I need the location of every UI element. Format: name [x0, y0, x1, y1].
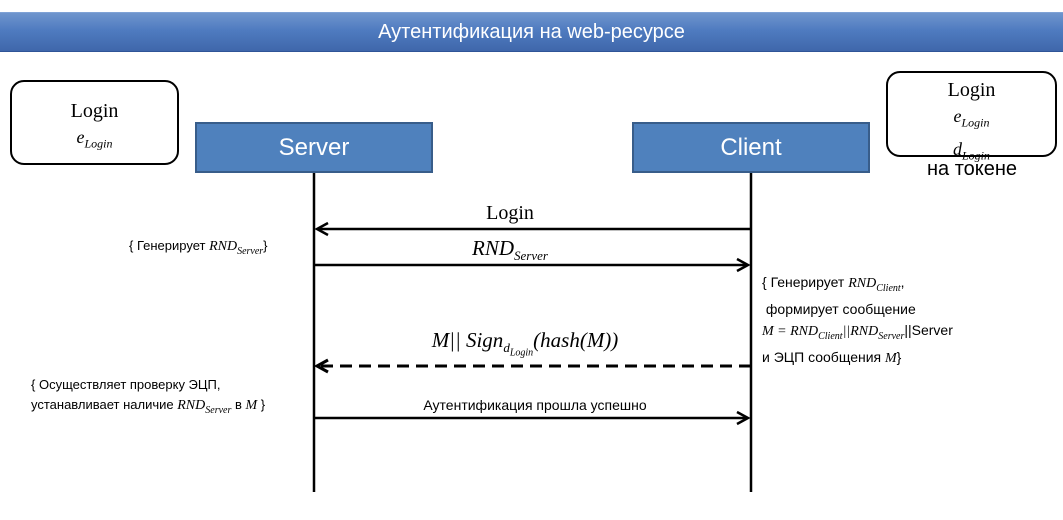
client-key-e: eLogin — [953, 106, 990, 130]
arrow-signed-message — [313, 358, 751, 374]
arrow-rnd-server — [314, 257, 751, 273]
server-generate-note: { Генерирует RNDServer} — [129, 238, 268, 257]
server-key-e: eLogin — [76, 127, 113, 151]
client-key-login: Login — [947, 79, 996, 101]
message-rnd-server-label: RNDServer — [472, 236, 548, 264]
client-generate-note: { Генерирует RNDClient, формирует сообще… — [762, 274, 953, 366]
server-key-box: Login eLogin — [10, 80, 179, 165]
server-verify-note: { Осуществляет проверку ЭЦП, устанавлива… — [31, 377, 266, 416]
title-banner: Аутентификация на web-ресурсе — [0, 12, 1063, 52]
arrow-auth-success — [314, 410, 751, 426]
page-title: Аутентификация на web-ресурсе — [378, 20, 685, 43]
client-key-d: dLogin — [952, 138, 990, 163]
client-key-box: Login eLogin dLogin — [886, 71, 1057, 162]
message-signature-label: M|| SigndLogin(hash(M)) — [431, 328, 619, 359]
token-location-label: на токене — [926, 158, 1018, 180]
server-key-login: Login — [70, 100, 119, 122]
client-actor: Client — [632, 122, 870, 173]
server-actor: Server — [195, 122, 433, 173]
message-auth-success-label: Аутентификация прошла успешно — [423, 397, 647, 413]
message-login-label: Login — [486, 202, 534, 224]
arrow-login — [314, 221, 751, 237]
